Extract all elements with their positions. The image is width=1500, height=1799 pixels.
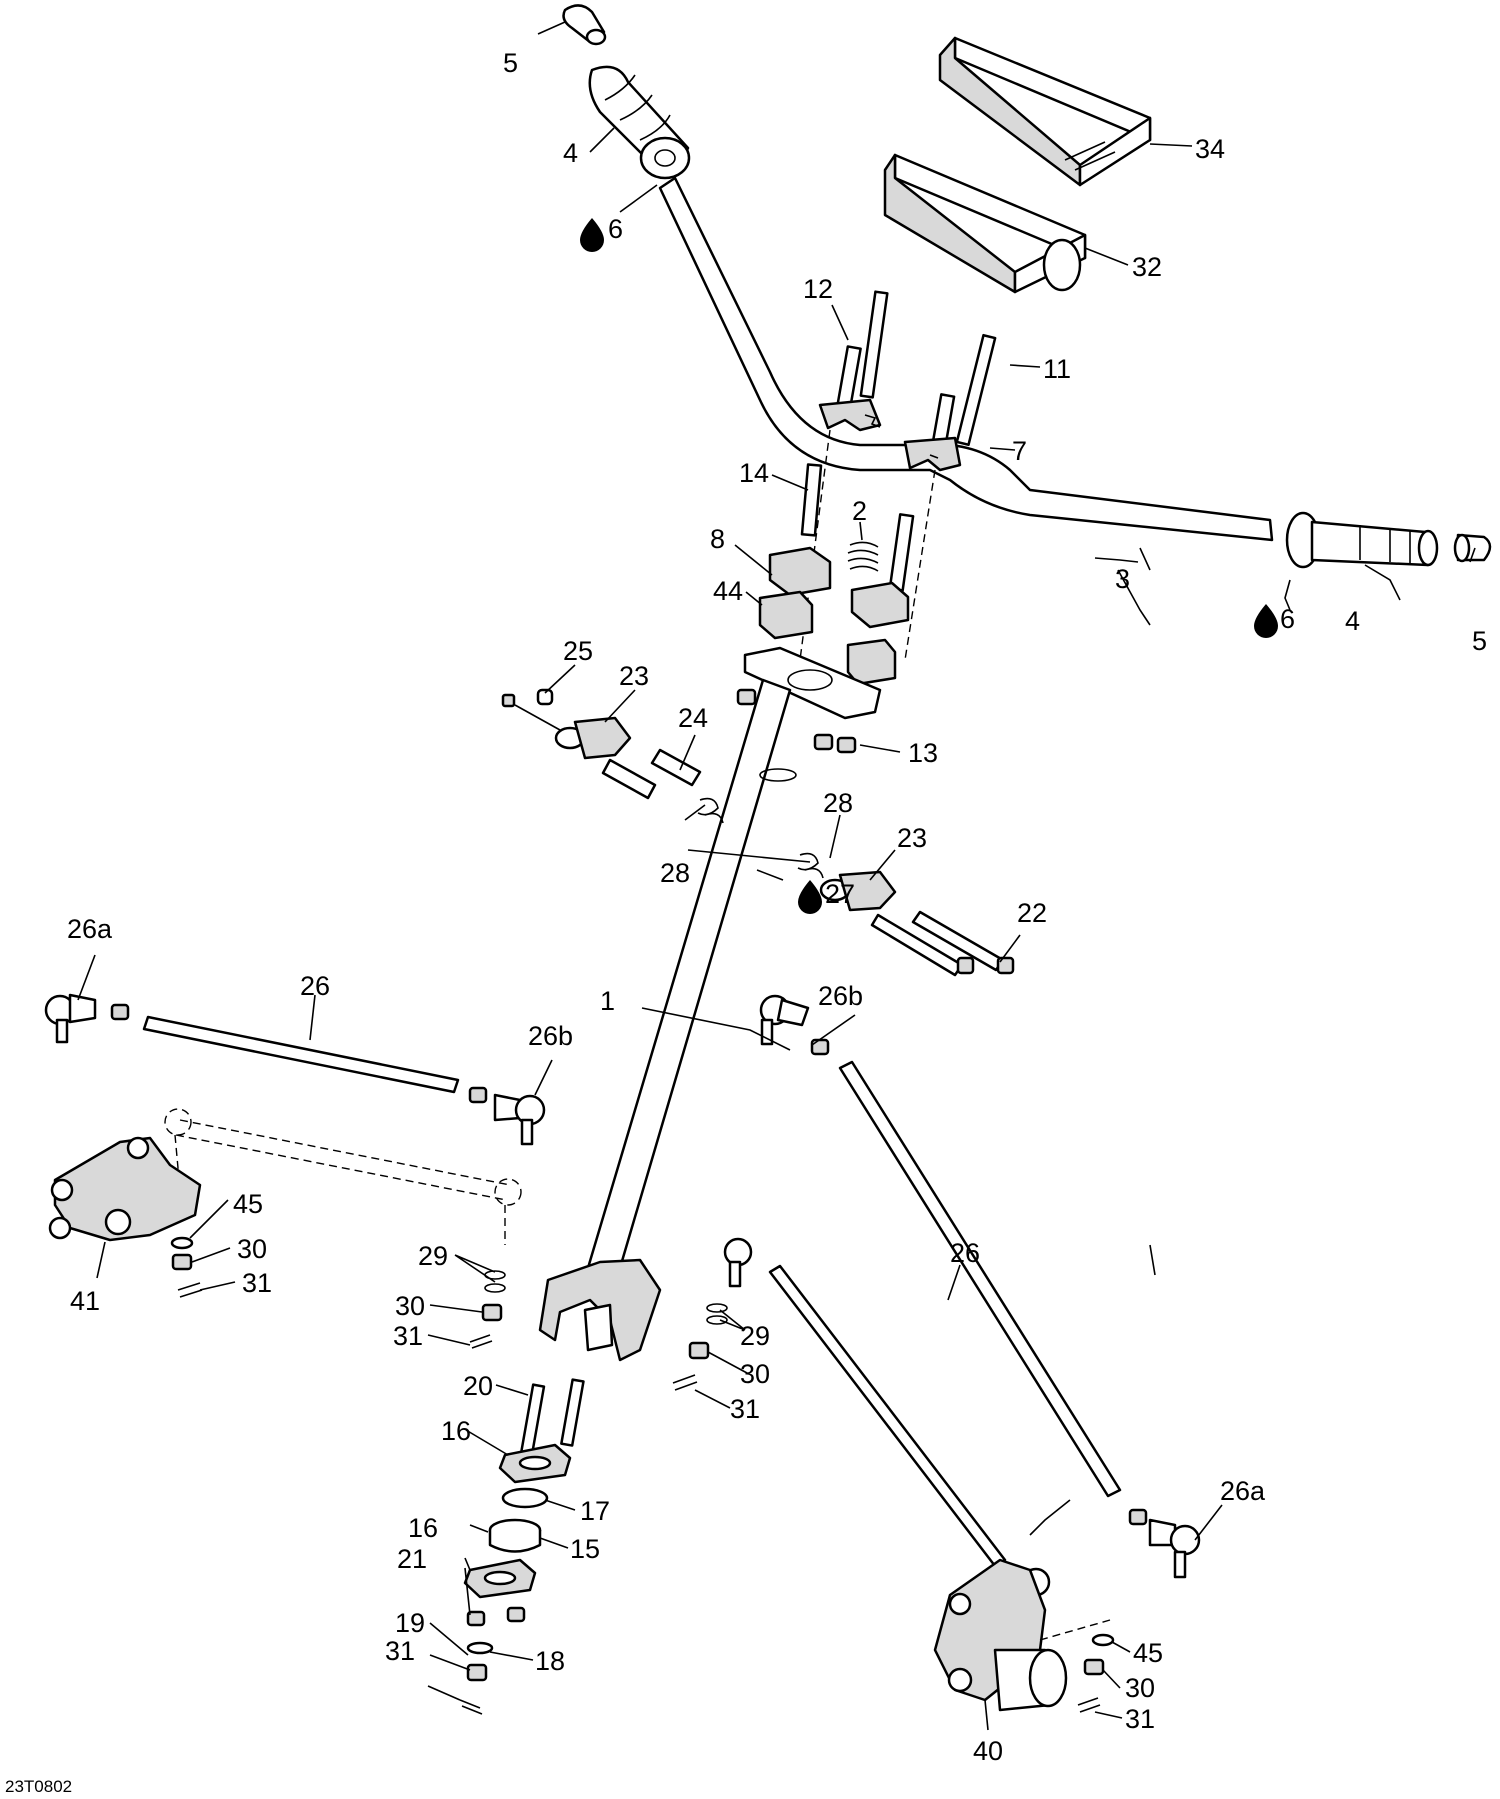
bushing-sleeves	[601, 748, 702, 800]
callout-30: 30	[395, 1291, 425, 1321]
seal	[501, 1487, 549, 1509]
callout-41: 41	[70, 1286, 100, 1316]
callout-26: 26	[950, 1238, 980, 1268]
callout-30: 30	[740, 1359, 770, 1389]
callout-45: 45	[233, 1189, 263, 1219]
callout-16: 16	[408, 1513, 438, 1543]
callout-26b: 26b	[528, 1021, 573, 1051]
end-plug-left	[562, 4, 607, 46]
grip-left	[588, 65, 691, 180]
tie-rod-assembled-right	[723, 1237, 1051, 1616]
steering-knuckle-right	[933, 1558, 1068, 1712]
callout-30: 30	[1125, 1673, 1155, 1703]
callout-12: 12	[803, 274, 833, 304]
spring	[847, 541, 879, 572]
callout-31: 31	[1125, 1704, 1155, 1734]
callout-26a: 26a	[1220, 1476, 1266, 1506]
callout-20: 20	[463, 1371, 493, 1401]
bushing-support-right	[819, 870, 897, 912]
callout-29: 29	[740, 1321, 770, 1351]
callout-31: 31	[385, 1636, 415, 1666]
callout-24: 24	[678, 703, 708, 733]
steering-plate	[743, 646, 882, 720]
callout-13: 13	[908, 738, 938, 768]
oil-drop-icon	[1254, 604, 1278, 638]
callout-3: 3	[1115, 564, 1130, 594]
callout-26a: 26a	[67, 914, 113, 944]
callout-19: 19	[395, 1608, 425, 1638]
callout-5: 5	[503, 48, 518, 78]
upper-clamp-left	[818, 398, 882, 432]
callout-11: 11	[1043, 354, 1071, 384]
callout-17: 17	[580, 1496, 610, 1526]
drawing-code: 23T0802	[5, 1777, 72, 1796]
callout-6: 6	[608, 214, 623, 244]
end-plug-right	[1453, 533, 1492, 563]
callout-labels: 5 4 6 34 32 12 11 7 14 2 3 4 5 6 8 44 13…	[67, 48, 1487, 1766]
callout-40: 40	[973, 1736, 1003, 1766]
callout-4: 4	[563, 138, 578, 168]
callout-2: 2	[852, 496, 867, 526]
tie-rod-end-outer-left	[44, 993, 97, 1044]
tie-rod-end-outer-right	[1148, 1518, 1201, 1579]
callout-25: 25	[563, 636, 593, 666]
oil-drop-icon	[798, 880, 822, 914]
bearing-flange-lower	[463, 1558, 537, 1599]
bushing-support-left	[554, 716, 632, 760]
callout-32: 32	[1132, 252, 1162, 282]
callout-31: 31	[393, 1321, 423, 1351]
handlebar-pad-cover	[938, 36, 1152, 187]
callout-22: 22	[1017, 898, 1047, 928]
callout-1: 1	[600, 986, 615, 1016]
callout-31: 31	[242, 1268, 272, 1298]
callout-23: 23	[619, 661, 649, 691]
callout-45: 45	[1133, 1638, 1163, 1668]
callout-26: 26	[300, 971, 330, 1001]
grip-right	[1285, 511, 1439, 569]
steering-knuckle-left	[48, 1136, 202, 1242]
oil-drop-icon	[580, 218, 604, 252]
callout-16: 16	[441, 1416, 471, 1446]
bearing	[488, 1518, 542, 1553]
callout-29: 29	[418, 1241, 448, 1271]
handlebar	[658, 176, 1274, 542]
callout-31: 31	[730, 1394, 760, 1424]
upper-clamp-right	[903, 436, 962, 472]
callout-18: 18	[535, 1646, 565, 1676]
callout-5: 5	[1472, 626, 1487, 656]
tie-rod-end-inner-left	[493, 1093, 546, 1146]
callout-21: 21	[397, 1544, 427, 1574]
tie-rod-right	[838, 1060, 1122, 1498]
callout-28: 28	[823, 788, 853, 818]
callout-44: 44	[713, 576, 743, 606]
callout-27: 27	[825, 879, 855, 909]
callout-7: 7	[1012, 436, 1027, 466]
callout-34: 34	[1195, 134, 1225, 164]
handlebar-pad	[883, 153, 1087, 294]
callout-8: 8	[710, 524, 725, 554]
riser-block-upper	[768, 546, 910, 629]
support-bolts	[870, 910, 1015, 977]
callout-6: 6	[1280, 604, 1295, 634]
callout-23: 23	[897, 823, 927, 853]
callout-4: 4	[1345, 606, 1360, 636]
callout-28: 28	[660, 858, 690, 888]
tie-rod-left	[142, 1015, 460, 1094]
leader-lines	[77, 21, 1476, 1731]
callout-26b: 26b	[818, 981, 863, 1011]
tie-rod-assembled-left	[164, 1108, 522, 1245]
callout-14: 14	[739, 458, 769, 488]
riser-block-lower	[758, 590, 897, 686]
tie-rod-end-inner-right	[759, 994, 810, 1046]
callout-30: 30	[237, 1234, 267, 1264]
callout-15: 15	[570, 1534, 600, 1564]
bearing-flange-upper	[498, 1443, 572, 1484]
retaining-clips	[697, 797, 824, 879]
